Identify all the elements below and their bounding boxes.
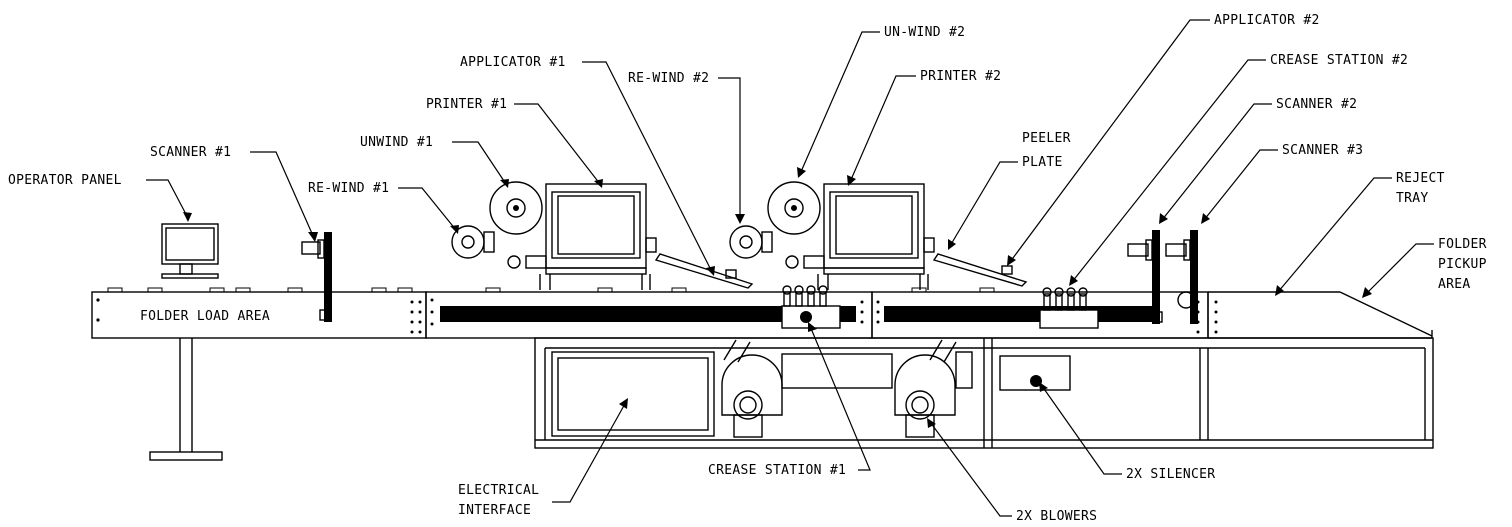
label-operator-panel: OPERATOR PANEL xyxy=(8,173,122,188)
label-printer-2: PRINTER #2 xyxy=(920,69,1001,84)
label-unwind-2: UN-WIND #2 xyxy=(884,25,965,40)
label-area: AREA xyxy=(1438,277,1471,292)
belt-1 xyxy=(440,306,856,322)
label-reject: REJECT xyxy=(1396,171,1445,186)
label-scanner-2: SCANNER #2 xyxy=(1276,97,1357,112)
printer-2-assembly xyxy=(729,181,1028,290)
label-electrical: ELECTRICAL xyxy=(458,483,539,498)
label-crease-station-2: CREASE STATION #2 xyxy=(1270,53,1408,68)
applicator-1-plate xyxy=(654,253,754,289)
conveyor-table xyxy=(91,287,1433,339)
label-folder: FOLDER xyxy=(1438,237,1487,252)
label-applicator-1: APPLICATOR #1 xyxy=(460,55,566,70)
label-scanner-3: SCANNER #3 xyxy=(1282,143,1363,158)
support-leg xyxy=(149,338,223,461)
scanner-1 xyxy=(301,232,332,322)
leader-lines xyxy=(146,19,1434,517)
labels: OPERATOR PANEL SCANNER #1 RE-WIND #1 UNW… xyxy=(8,13,1487,524)
label-peeler: PEELER xyxy=(1022,131,1071,146)
label-2x-silencer: 2X SILENCER xyxy=(1126,467,1215,482)
scanner-2 xyxy=(1127,230,1163,324)
label-plate: PLATE xyxy=(1022,155,1063,170)
crease-station-2 xyxy=(1039,287,1099,329)
crease-station-1 xyxy=(781,285,841,329)
rewind-2-reel xyxy=(729,225,763,259)
unwind-2-reel xyxy=(767,181,821,235)
scanner-3 xyxy=(1165,230,1198,324)
belt-2 xyxy=(884,306,1160,322)
label-interface: INTERFACE xyxy=(458,503,531,518)
printer-1-assembly xyxy=(451,181,754,290)
blower-2 xyxy=(894,351,973,438)
electrical-interface-box xyxy=(551,351,715,437)
label-pickup: PICKUP xyxy=(1438,257,1487,272)
label-applicator-2: APPLICATOR #2 xyxy=(1214,13,1320,28)
label-rewind-1: RE-WIND #1 xyxy=(308,181,389,196)
label-printer-1: PRINTER #1 xyxy=(426,97,507,112)
label-scanner-1: SCANNER #1 xyxy=(150,145,231,160)
unwind-1-reel xyxy=(489,181,543,235)
label-crease-station-1: CREASE STATION #1 xyxy=(708,463,846,478)
lower-cabinet xyxy=(534,337,1434,449)
label-tray: TRAY xyxy=(1396,191,1429,206)
silencer xyxy=(999,355,1071,391)
blower-1 xyxy=(721,353,893,438)
label-unwind-1: UNWIND #1 xyxy=(360,135,433,150)
label-folder-load-area: FOLDER LOAD AREA xyxy=(140,309,270,324)
operator-panel xyxy=(161,223,219,279)
applicator-2-plate xyxy=(932,253,1028,287)
label-2x-blowers: 2X BLOWERS xyxy=(1016,509,1097,524)
label-rewind-2: RE-WIND #2 xyxy=(628,71,709,86)
